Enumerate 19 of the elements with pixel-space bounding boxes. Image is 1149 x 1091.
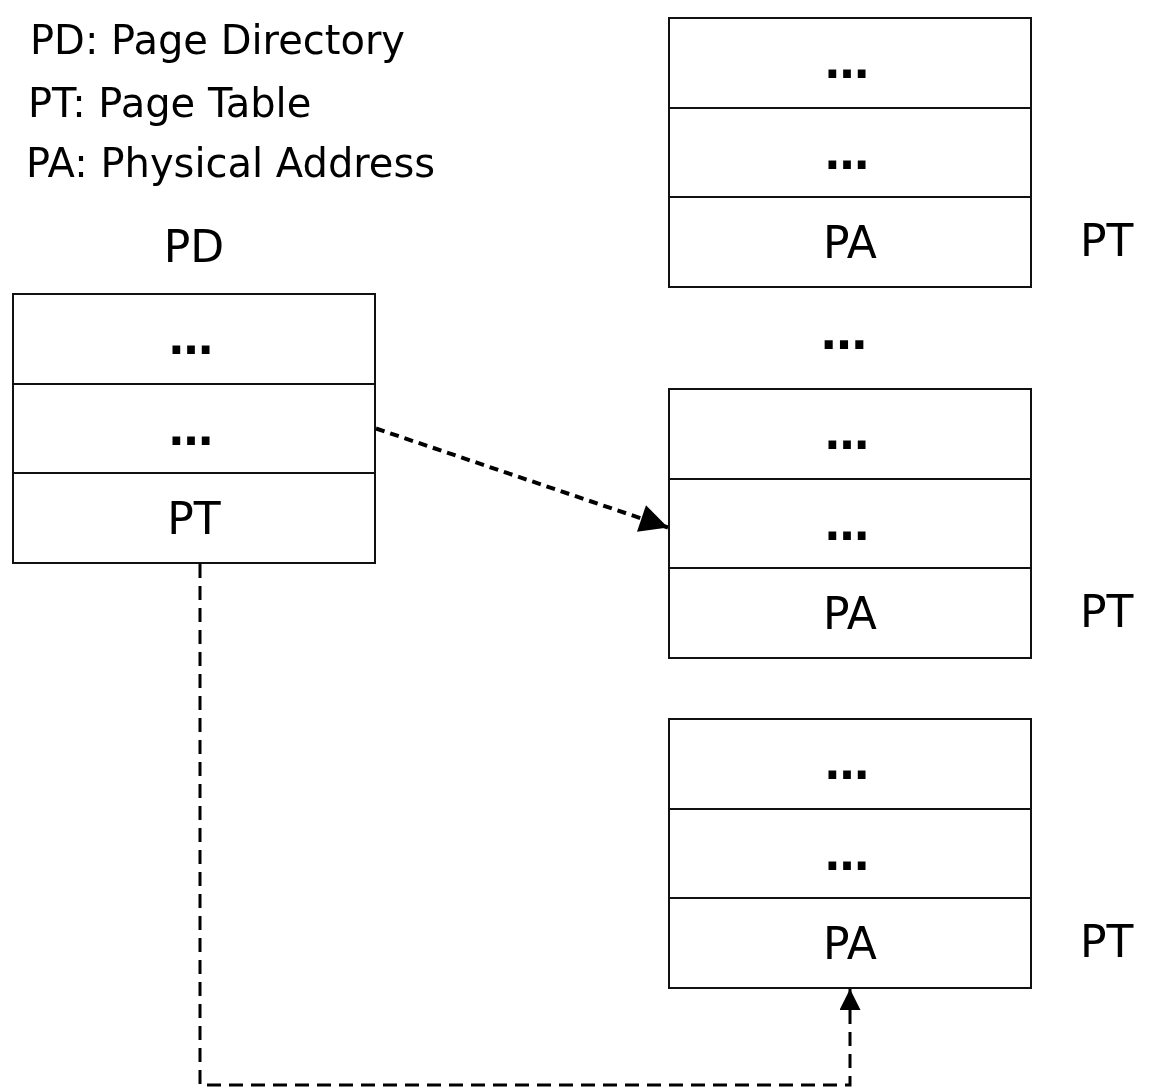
table-entry: … bbox=[668, 807, 1032, 900]
arrow bbox=[198, 564, 861, 1087]
table-entry: … bbox=[12, 293, 376, 385]
arrow bbox=[375, 426, 669, 532]
table-entry: PA bbox=[668, 897, 1032, 989]
table-entry: … bbox=[12, 382, 376, 475]
table-entry: PA bbox=[668, 196, 1032, 288]
table-heading: PD bbox=[162, 225, 226, 269]
table-entry: … bbox=[668, 388, 1032, 480]
ellipsis-text: … bbox=[821, 310, 875, 356]
table-entry: … bbox=[668, 106, 1032, 199]
table-caption: PT bbox=[1080, 920, 1134, 965]
table-caption: PT bbox=[1080, 590, 1134, 635]
table-caption: PT bbox=[1080, 219, 1134, 264]
table-entry: PA bbox=[668, 567, 1032, 659]
table-entry: … bbox=[668, 718, 1032, 810]
table-entry: … bbox=[668, 17, 1032, 109]
table-entry: PT bbox=[12, 472, 376, 564]
table-entry: … bbox=[668, 477, 1032, 570]
